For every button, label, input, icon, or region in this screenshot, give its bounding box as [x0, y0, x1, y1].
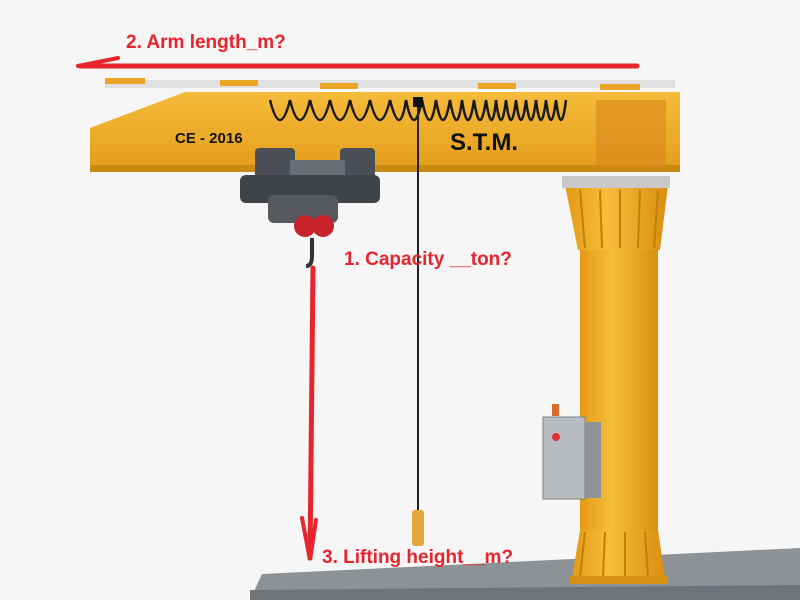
electric-hoist: [240, 148, 380, 268]
arm-length-label: 2. Arm length_m?: [126, 32, 286, 53]
festoon-cable: [268, 99, 568, 122]
ce-marking: CE - 2016: [175, 130, 243, 147]
crane-arm: CE - 2016 S.T.M.: [90, 78, 680, 172]
lifting-height-label: 3. Lifting height__m?: [322, 547, 513, 568]
electrical-control-box: [542, 404, 601, 500]
crane-column: [562, 176, 670, 584]
pendant-control: [412, 510, 424, 546]
lifting-height-arrow: [300, 265, 318, 561]
capacity-label: 1. Capacity __ton?: [344, 249, 512, 270]
brand-marking: S.T.M.: [450, 129, 518, 156]
arm-length-arrow: [76, 56, 640, 69]
